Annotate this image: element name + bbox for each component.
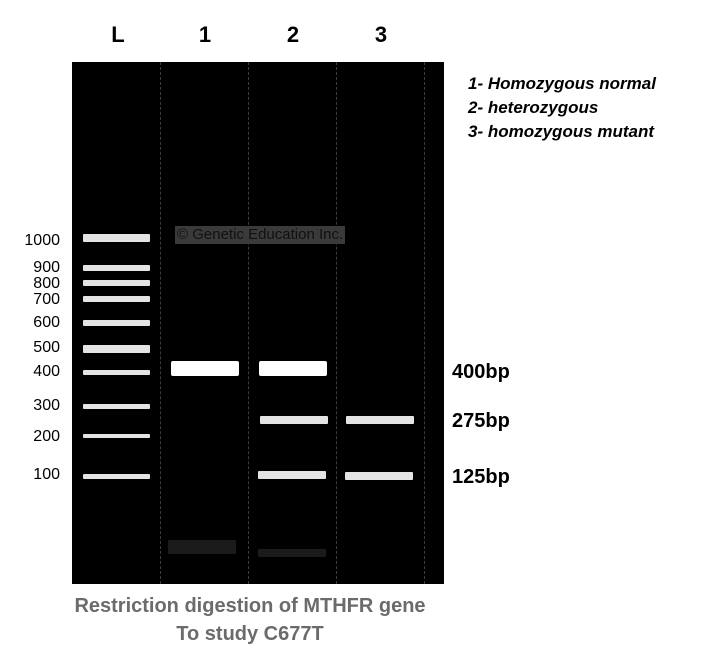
- lane2-band-275bp: [260, 416, 328, 424]
- ladder-band-600: [83, 320, 150, 326]
- lane-divider: [424, 62, 425, 584]
- ladder-label: 800: [33, 275, 60, 292]
- band-label-275bp: 275bp: [452, 410, 510, 432]
- ladder-band-500: [83, 345, 150, 353]
- lane-divider: [248, 62, 249, 584]
- ladder-label: 400: [33, 363, 60, 380]
- lane-header-3: 3: [374, 22, 388, 47]
- lane-divider: [336, 62, 337, 584]
- ladder-band-200: [83, 434, 150, 438]
- ladder-label: 1000: [24, 232, 60, 249]
- ladder-label: 100: [33, 466, 60, 483]
- lane2-band-400bp: [259, 361, 327, 376]
- band-label-400bp: 400bp: [452, 361, 510, 383]
- ladder-band-300: [83, 404, 150, 409]
- ladder-band-800: [83, 280, 150, 286]
- lane-header-2: 2: [286, 22, 300, 47]
- lane2-primer-smear: [258, 549, 326, 557]
- lane1-primer-smear: [168, 540, 236, 554]
- gel-image: [72, 62, 444, 584]
- watermark: © Genetic Education Inc.: [175, 226, 346, 244]
- lane3-band-125bp: [345, 472, 413, 480]
- caption-line-1: Restriction digestion of MTHFR gene: [74, 595, 426, 617]
- lane-header-ladder: L: [111, 22, 125, 47]
- ladder-band-400: [83, 370, 150, 375]
- ladder-label: 500: [33, 339, 60, 356]
- legend-item: 2- heterozygous: [468, 98, 599, 117]
- lane2-band-125bp: [258, 471, 326, 479]
- ladder-band-700: [83, 296, 150, 302]
- band-label-125bp: 125bp: [452, 466, 510, 488]
- caption-line-2: To study C677T: [176, 623, 324, 645]
- ladder-label: 300: [33, 397, 60, 414]
- ladder-band-100: [83, 474, 150, 479]
- lane1-band-400bp: [171, 361, 239, 376]
- ladder-label: 900: [33, 259, 60, 276]
- ladder-label: 200: [33, 428, 60, 445]
- lane-header-1: 1: [198, 22, 212, 47]
- ladder-label: 600: [33, 314, 60, 331]
- lane-divider: [160, 62, 161, 584]
- legend-item: 1- Homozygous normal: [468, 74, 656, 93]
- ladder-band-900: [83, 265, 150, 271]
- genotype-legend: 1- Homozygous normal 2- heterozygous 3- …: [468, 72, 656, 144]
- legend-item: 3- homozygous mutant: [468, 122, 655, 141]
- lane3-band-275bp: [346, 416, 414, 424]
- ladder-band-1000: [83, 234, 150, 242]
- ladder-label: 700: [33, 291, 60, 308]
